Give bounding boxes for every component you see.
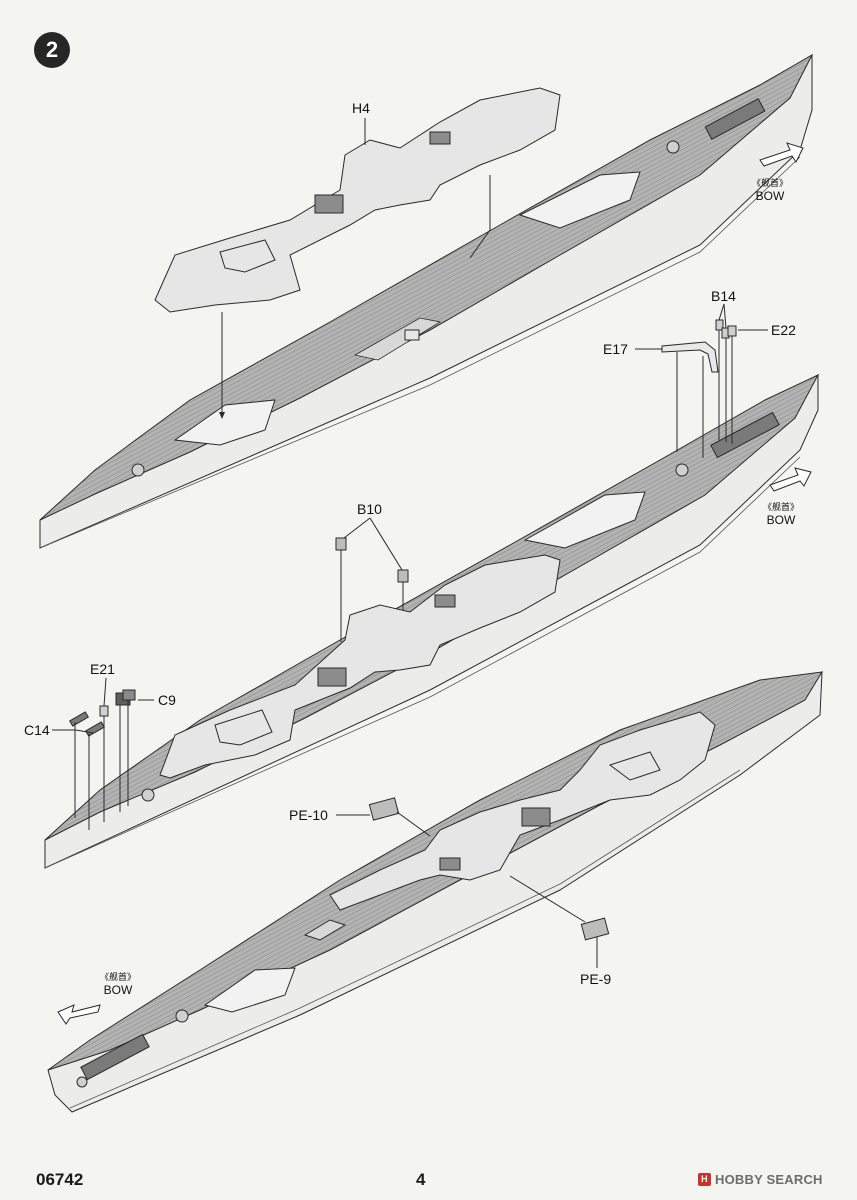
bow-label-chinese: 《舰首》 xyxy=(752,178,789,188)
bow-direction-arrow xyxy=(57,1004,101,1025)
bow-direction-arrow xyxy=(759,142,804,167)
part-c9 xyxy=(115,689,136,706)
callout-e21: E21 xyxy=(90,661,115,677)
part-e21 xyxy=(99,705,109,717)
watermark-text: HOBBY SEARCH xyxy=(715,1172,823,1187)
bow-label-english: BOW xyxy=(103,983,133,997)
callout-e17: E17 xyxy=(603,341,628,357)
bow-label-english: BOW xyxy=(766,513,796,527)
part-e22 xyxy=(727,325,737,337)
superstructure-middle xyxy=(159,554,561,779)
callout-c9: C9 xyxy=(158,692,176,708)
deck-opening xyxy=(518,171,641,229)
part-pe9-photoetch xyxy=(580,917,610,941)
step-number-badge: 2 xyxy=(34,32,70,68)
bow-label-bottom: 《舰首》 BOW xyxy=(100,971,136,997)
kit-number: 06742 xyxy=(36,1170,84,1189)
page-number: 4 xyxy=(416,1170,426,1189)
part-h4-superstructure xyxy=(154,87,561,313)
part-pe10-photoetch xyxy=(368,797,400,821)
part-e17-mast xyxy=(661,341,719,373)
part-b10 xyxy=(335,537,409,583)
ship-hull-top xyxy=(39,53,814,549)
bow-label-chinese: 《舰首》 xyxy=(100,972,137,982)
callout-e22: E22 xyxy=(771,322,796,338)
watermark: H HOBBY SEARCH xyxy=(698,1172,823,1187)
bow-label-english: BOW xyxy=(755,189,785,203)
callout-b14: B14 xyxy=(711,288,736,304)
callout-h4: H4 xyxy=(352,100,370,116)
hobby-search-logo-icon: H xyxy=(698,1173,711,1186)
superstructure-bottom xyxy=(329,711,716,911)
callout-c14: C14 xyxy=(24,722,50,738)
part-b14 xyxy=(715,319,730,339)
deck-opening xyxy=(173,399,276,446)
bow-label-chinese: 《舰首》 xyxy=(763,502,800,512)
bow-label-middle: 《舰首》 BOW xyxy=(763,501,799,527)
callout-pe10: PE-10 xyxy=(289,807,328,823)
bow-label-top: 《舰首》 BOW xyxy=(752,177,788,203)
callout-b10: B10 xyxy=(357,501,382,517)
bow-direction-arrow xyxy=(769,467,812,492)
callout-pe9: PE-9 xyxy=(580,971,612,987)
